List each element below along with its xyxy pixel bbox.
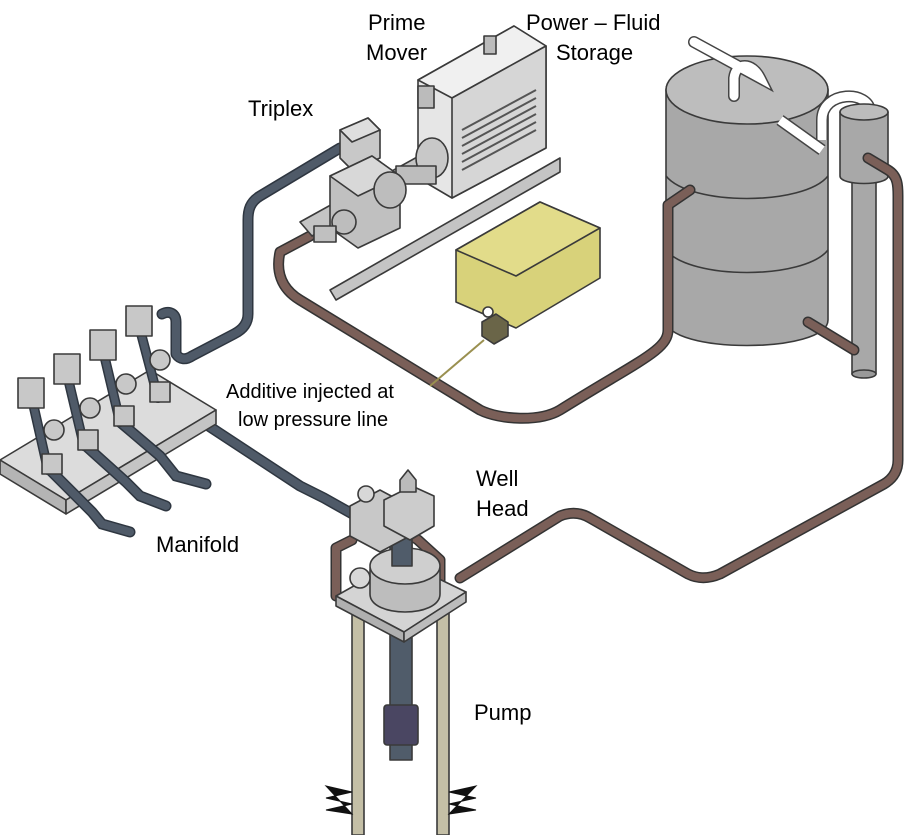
label-storage-2: Storage: [556, 40, 633, 65]
power-fluid-line: [273, 152, 904, 606]
label-additive-1: Additive injected at: [226, 381, 394, 403]
downhole-pump: [383, 704, 419, 746]
well-head: [335, 469, 467, 643]
label-triplex: Triplex: [248, 96, 313, 121]
separator-column: [776, 90, 889, 379]
additive-tank: [429, 201, 601, 387]
label-well-head-2: Head: [476, 496, 529, 521]
label-pump: Pump: [474, 700, 531, 725]
label-manifold: Manifold: [156, 532, 239, 557]
packer-left: [324, 785, 354, 815]
manifold: [0, 305, 217, 538]
label-prime-mover-2: Mover: [366, 40, 427, 65]
packer-right: [447, 785, 478, 815]
power-fluid-storage-tank: [665, 55, 829, 347]
triplex-pump: [313, 117, 407, 249]
label-well-head-1: Well: [476, 466, 518, 491]
high-pressure-line: [156, 142, 362, 522]
label-prime-mover-1: Prime: [368, 10, 425, 35]
label-storage-1: Power – Fluid: [526, 10, 661, 35]
label-additive-2: low pressure line: [238, 409, 388, 431]
